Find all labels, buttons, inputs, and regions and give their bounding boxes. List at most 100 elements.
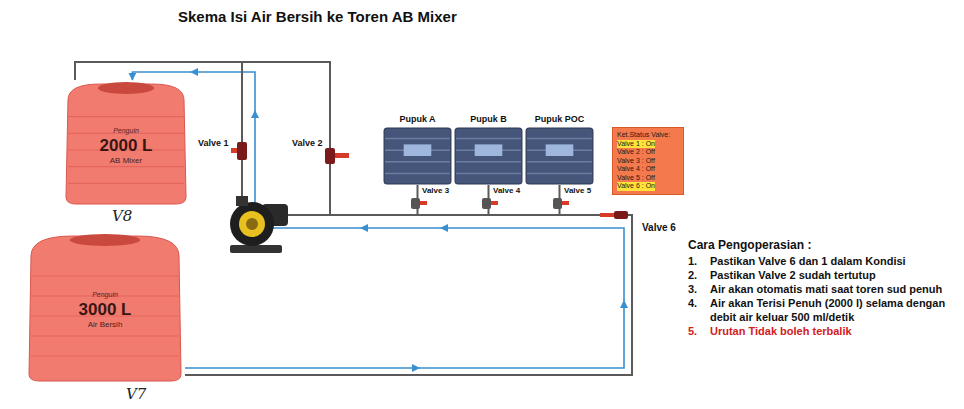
diagram-title: Skema Isi Air Bersih ke Toren AB Mixer (178, 8, 457, 25)
tank-rib (385, 138, 450, 140)
valve-1 (231, 142, 247, 160)
pipe-part (237, 142, 247, 160)
tank-sticker (404, 144, 432, 156)
legend-heading: Ket.Status Valve: (617, 131, 679, 140)
valve-4 (482, 198, 498, 209)
instruction-row: 5.Urutan Tidak boleh terbalik (688, 324, 958, 338)
tank-rib (456, 161, 521, 163)
pipe-part (246, 218, 258, 230)
tank-body (455, 128, 522, 184)
capacity-text: 3000 L (79, 300, 132, 320)
fertilizer-tank: Pupuk POC (525, 112, 594, 185)
valve-2 (325, 148, 349, 164)
brand-logo: Penguin (92, 291, 118, 298)
tank-body (66, 84, 186, 204)
valve-label: Valve 2 (290, 138, 325, 148)
tank-label-column: Penguin 3000 LAir Bersih (25, 232, 185, 382)
status-line: Valve 5 : Off (617, 174, 655, 183)
step-number: 5. (688, 324, 710, 338)
fertilizer-tank (383, 127, 452, 185)
pipe-part (411, 198, 420, 209)
tank-lid (98, 82, 154, 94)
tank-rib (456, 138, 521, 140)
capacity-text: 2000 L (100, 136, 153, 156)
pipe-part (190, 68, 198, 76)
tank-rib (68, 183, 184, 184)
step-number: 2. (688, 268, 710, 282)
step-text: Pastikan Valve 2 sudah tertutup (710, 268, 958, 282)
tank-rib (456, 173, 521, 175)
status-line: Valve 6 : On (617, 182, 655, 191)
tank-rib (68, 166, 184, 167)
step-text: Air akan Terisi Penuh (2000 l) selama de… (710, 296, 958, 324)
status-line: Valve 4 : Off (617, 165, 655, 174)
instruction-row: 2.Pastikan Valve 2 sudah tertutup (688, 268, 958, 282)
valve-status-box: Ket.Status Valve:Valve 1 : OnValve 2 : O… (612, 127, 684, 195)
tank-rib (31, 355, 179, 356)
pipe-part (620, 300, 628, 308)
tank-sticker (475, 144, 503, 156)
brand-logo: Penguin (113, 127, 139, 134)
status-line: Valve 2 : Off (617, 148, 655, 157)
instruction-row: 1.Pastikan Valve 6 dan 1 dalam Kondisi (688, 254, 958, 268)
tank-body (526, 128, 593, 184)
pipe-part (239, 211, 265, 237)
valve-label: Valve 5 (562, 186, 593, 195)
water-pump (230, 196, 288, 253)
tank-name: AB Mixer (110, 156, 142, 165)
pipe-part (236, 196, 248, 206)
instruction-row: 4.Air akan Terisi Penuh (2000 l) selama … (688, 296, 958, 324)
pipe-part (335, 153, 349, 158)
tank-lid (70, 234, 140, 246)
pipe-part (230, 202, 274, 246)
pipe-part (562, 201, 569, 205)
pipe-part (553, 198, 562, 209)
pipe-part (420, 201, 427, 205)
fertilizer-tank: Pupuk A (383, 112, 452, 185)
handwritten-note: V8 (110, 207, 134, 225)
tank-heading: Pupuk A (383, 112, 452, 127)
pipe-part (412, 364, 420, 372)
water-tank: Penguin 2000 LAB Mixer (62, 80, 190, 205)
pipe-part (242, 62, 330, 215)
pipe-part (600, 213, 614, 217)
tank-body (383, 127, 452, 185)
flow-arrow (132, 72, 624, 368)
instruction-panel: Cara Pengoperasian :1.Pastikan Valve 6 d… (688, 238, 958, 338)
pipe-part (231, 148, 237, 153)
valve-6 (600, 211, 628, 219)
fertilizer-tank (525, 127, 594, 185)
fertilizer-tank (454, 127, 523, 185)
tank-body (384, 128, 451, 184)
tank-sticker (546, 144, 574, 156)
tank-body (29, 236, 181, 381)
tank-rib (31, 275, 179, 276)
tank-label-column: Penguin 2000 LAB Mixer (62, 80, 190, 205)
valve-5 (553, 198, 569, 209)
tank-heading: Pupuk POC (525, 112, 594, 127)
flow-arrows (190, 68, 628, 372)
pipe-part (491, 201, 498, 205)
pipe-part (230, 245, 282, 253)
status-line: Valve 1 : On (617, 140, 655, 149)
valve-label: Valve 6 (640, 222, 678, 233)
tank-name: Air Bersih (88, 320, 123, 329)
step-number: 3. (688, 282, 710, 296)
fertilizer-tank: Pupuk B (454, 112, 523, 185)
step-text: Pastikan Valve 6 dan 1 dalam Kondisi (710, 254, 958, 268)
pipe-part (614, 211, 628, 219)
pipe-part (325, 148, 335, 164)
pipe-part (440, 224, 448, 232)
tank-rib (527, 138, 592, 140)
tank-rib (527, 173, 592, 175)
pipe-part (360, 224, 368, 232)
pipe-group (185, 62, 632, 375)
valve-3 (411, 198, 427, 209)
tank-body (525, 127, 594, 185)
tank-rib (68, 116, 184, 117)
tank-body (454, 127, 523, 185)
tank-heading: Pupuk B (454, 112, 523, 127)
tank-rib (527, 161, 592, 163)
step-text: Urutan Tidak boleh terbalik (710, 324, 958, 338)
pipe-part (482, 198, 491, 209)
